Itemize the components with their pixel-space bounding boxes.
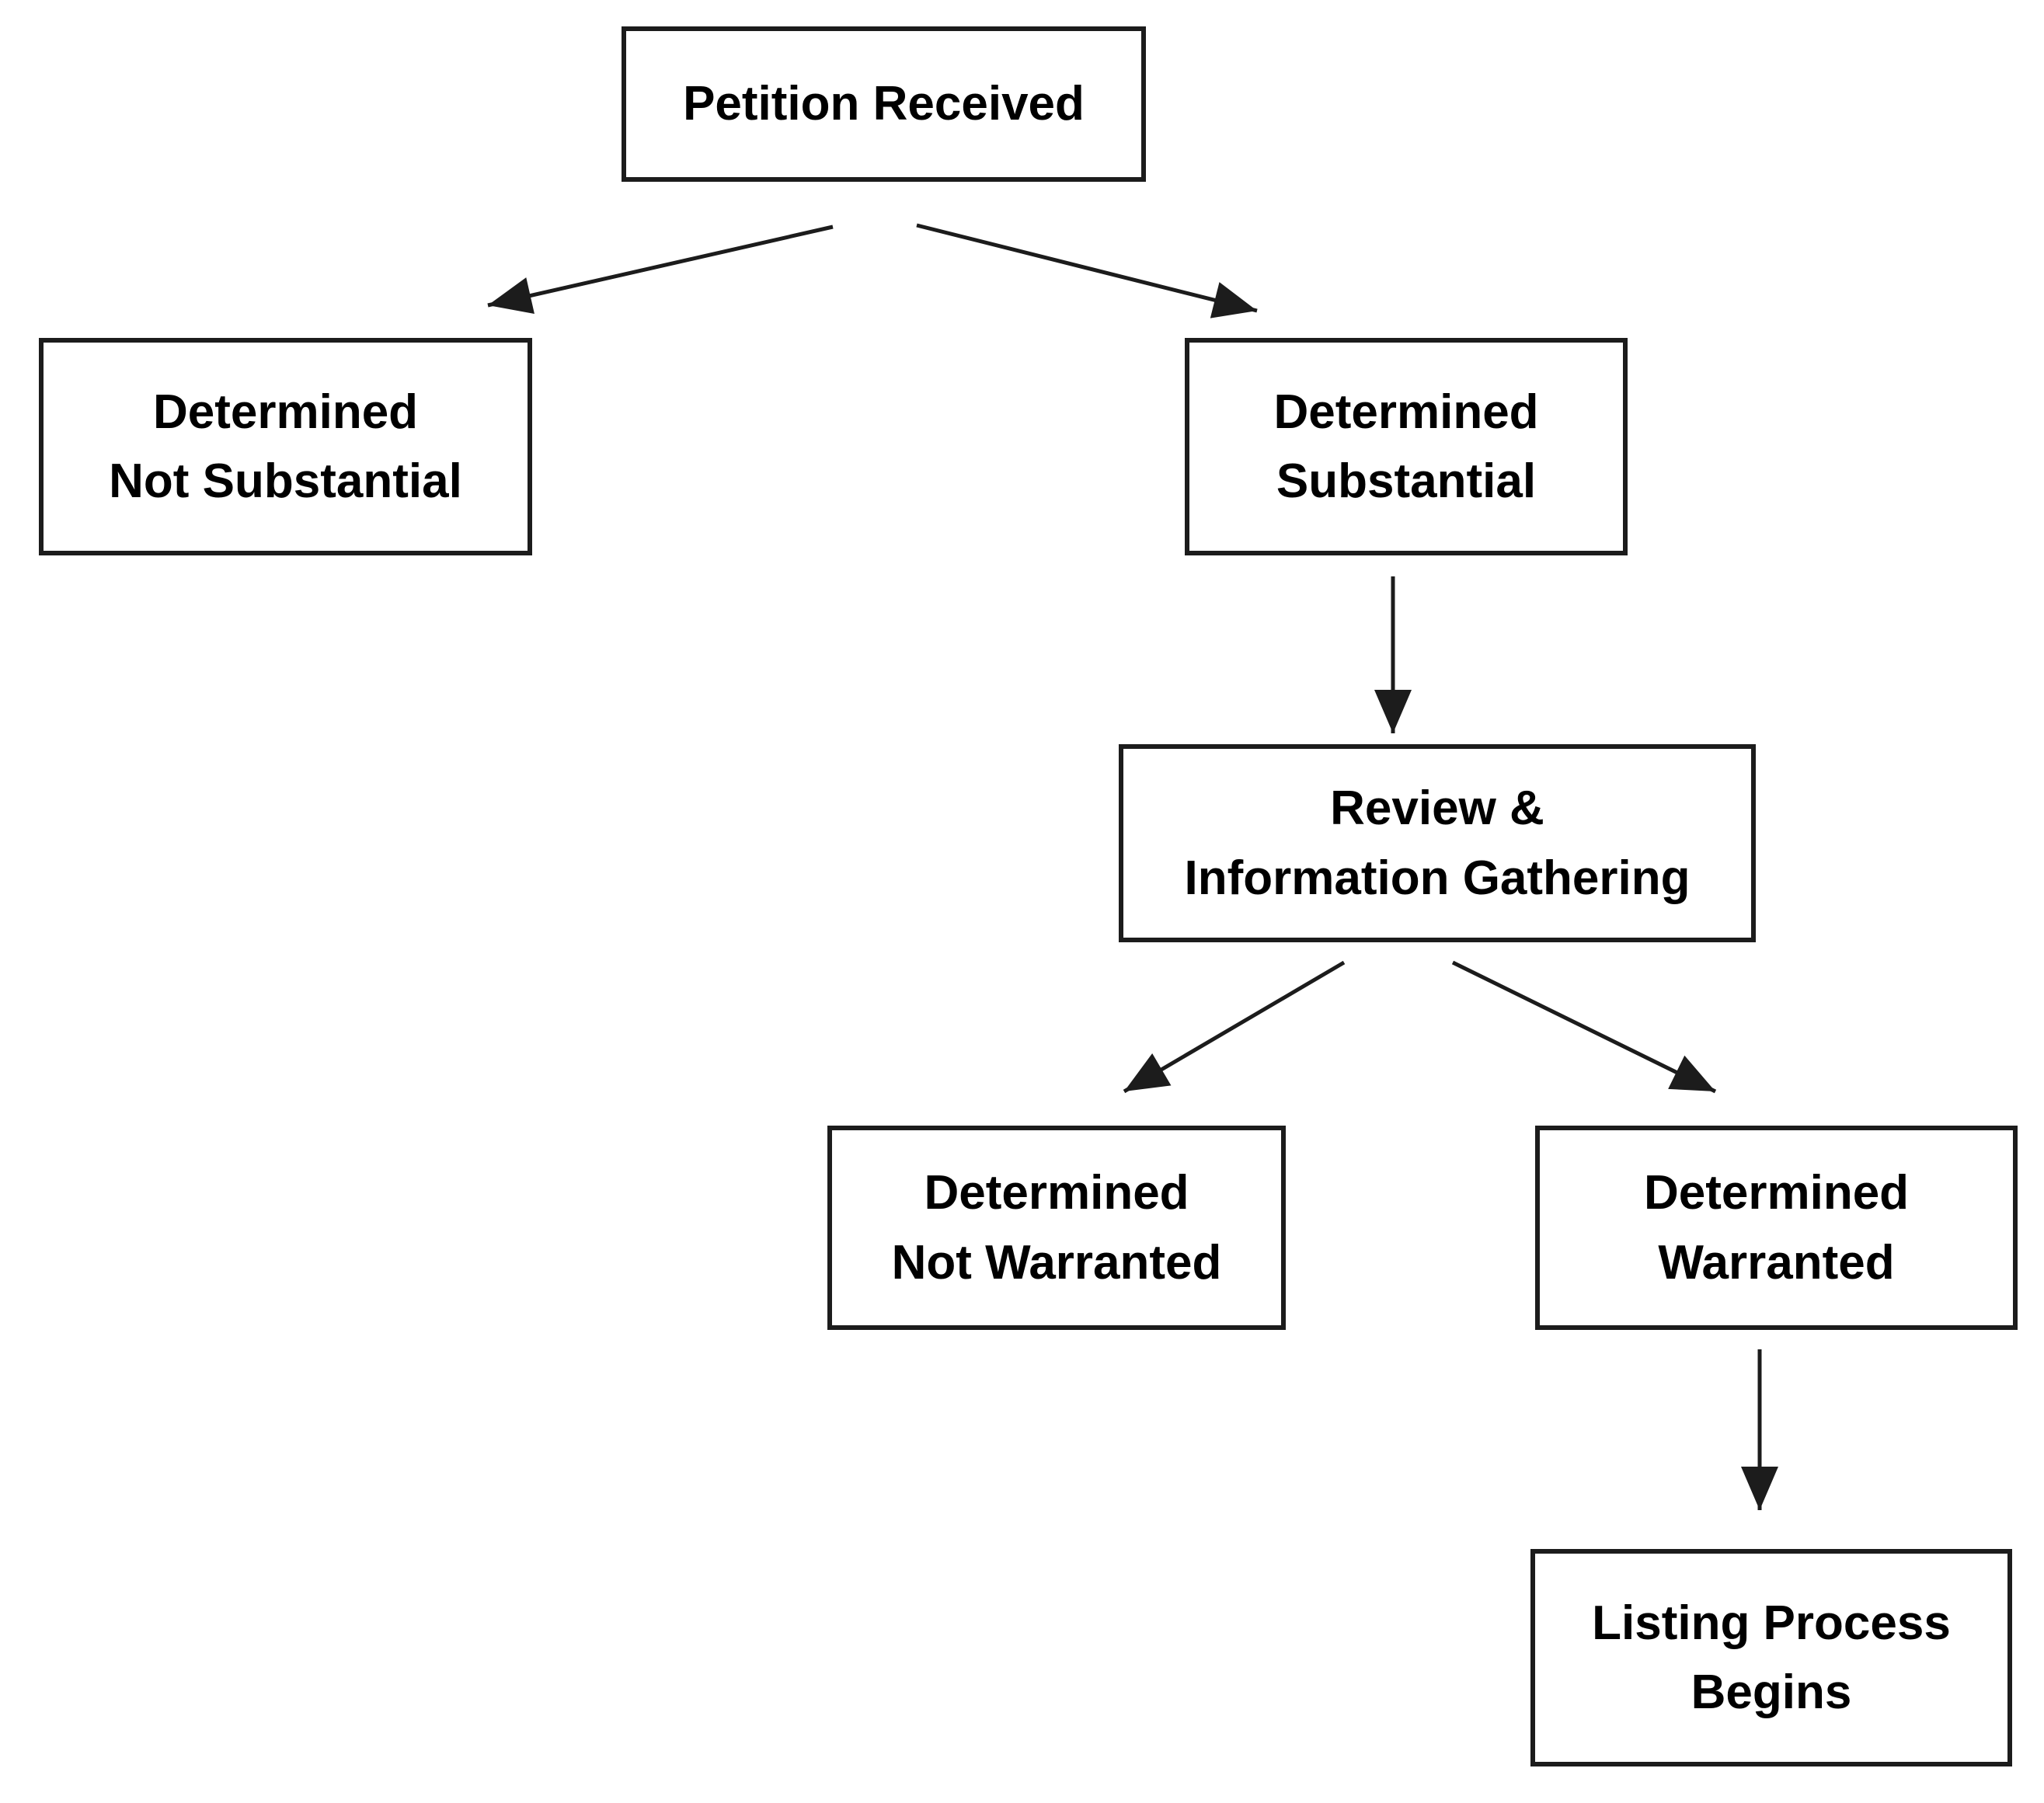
node-label-line2: Warranted	[1658, 1235, 1895, 1290]
node-label-line2: Substantial	[1276, 454, 1537, 508]
arrow-petition-to-not-substantial	[487, 225, 834, 314]
node-review-information-gathering: Review & Information Gathering	[1119, 744, 1756, 942]
node-determined-warranted: Determined Warranted	[1535, 1126, 2018, 1330]
node-determined-substantial: Determined Substantial	[1185, 338, 1628, 555]
arrow-review-to-warranted	[1451, 960, 1717, 1094]
node-listing-process-begins: Listing Process Begins	[1530, 1549, 2012, 1766]
arrow-review-to-not-warranted	[1123, 960, 1346, 1094]
node-label-line1: Determined	[1643, 1166, 1910, 1220]
node-label-line1: Review &	[1330, 781, 1544, 836]
node-label-line2: Begins	[1691, 1666, 1852, 1719]
node-label-line1: Determined	[152, 385, 419, 439]
node-label-line1: Determined	[924, 1166, 1189, 1220]
node-label-line1: Listing Process	[1592, 1596, 1951, 1650]
node-label-line2: Information Gathering	[1184, 851, 1691, 905]
node-petition-received: Petition Received	[622, 26, 1146, 182]
node-determined-not-substantial: Determined Not Substantial	[39, 338, 532, 555]
node-label-line2: Not Warranted	[891, 1235, 1222, 1290]
node-label-line1: Determined	[1273, 385, 1539, 439]
node-determined-not-warranted: Determined Not Warranted	[827, 1126, 1286, 1330]
node-label: Petition Received	[683, 77, 1085, 131]
node-label-line2: Not Substantial	[109, 454, 462, 508]
arrow-petition-to-substantial	[916, 223, 1258, 318]
